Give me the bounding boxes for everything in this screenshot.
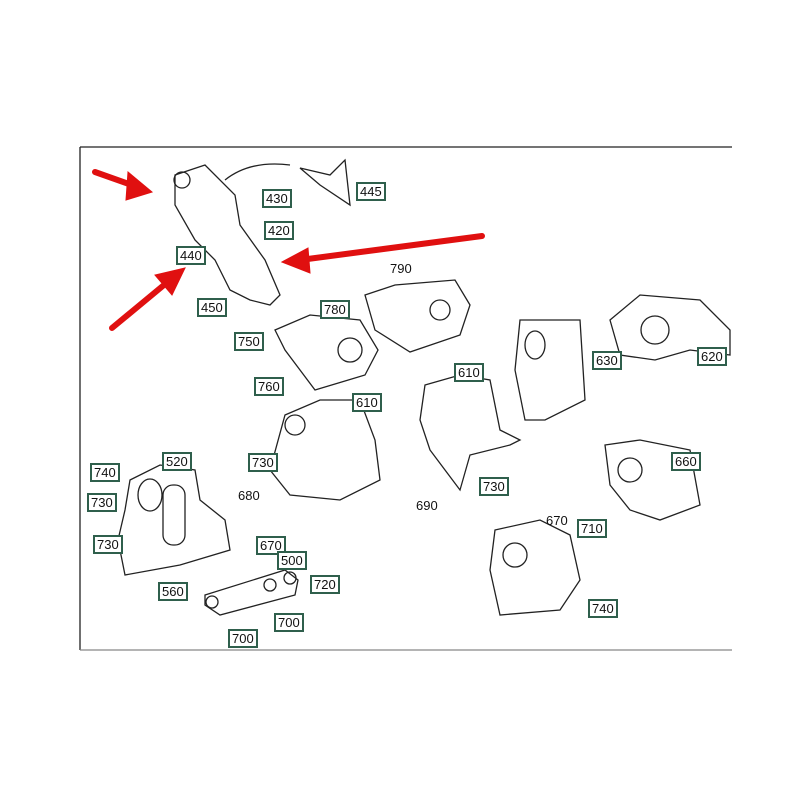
part-500-link: [204, 569, 299, 616]
callout-710[interactable]: 710: [577, 519, 607, 538]
red-arrow-2: [109, 277, 173, 331]
callout-760[interactable]: 760: [254, 377, 284, 396]
callout-450[interactable]: 450: [197, 298, 227, 317]
callout-740[interactable]: 740: [90, 463, 120, 482]
callout-620[interactable]: 620: [697, 347, 727, 366]
part-610-plate: [269, 399, 381, 501]
callout-445[interactable]: 445: [356, 182, 386, 201]
callout-660[interactable]: 660: [671, 452, 701, 471]
part-620-plate: [609, 294, 731, 361]
callout-430[interactable]: 430: [262, 189, 292, 208]
callout-750[interactable]: 750: [234, 332, 264, 351]
callout-720[interactable]: 720: [310, 575, 340, 594]
callout-730[interactable]: 730: [93, 535, 123, 554]
part-670-plate: [489, 519, 581, 616]
part-445-bracket: [299, 158, 351, 207]
callout-440[interactable]: 440: [176, 246, 206, 265]
curved-arrow: [224, 163, 291, 181]
callout-520[interactable]: 520: [162, 452, 192, 471]
callout-670[interactable]: 670: [546, 513, 568, 528]
callout-790[interactable]: 790: [390, 261, 412, 276]
callout-730[interactable]: 730: [248, 453, 278, 472]
callout-730[interactable]: 730: [479, 477, 509, 496]
callout-700[interactable]: 700: [274, 613, 304, 632]
callout-730[interactable]: 730: [87, 493, 117, 512]
callout-630[interactable]: 630: [592, 351, 622, 370]
callout-610[interactable]: 610: [352, 393, 382, 412]
part-440-lever: [174, 164, 281, 306]
callout-420[interactable]: 420: [264, 221, 294, 240]
red-arrow-3: [297, 233, 485, 263]
callout-780[interactable]: 780: [320, 300, 350, 319]
part-790-plate: [364, 279, 471, 353]
callout-740[interactable]: 740: [588, 599, 618, 618]
part-610-bracket: [419, 374, 522, 492]
red-arrows: [92, 169, 485, 331]
callout-610[interactable]: 610: [454, 363, 484, 382]
callout-670[interactable]: 670: [256, 536, 286, 555]
part-630-plate: [514, 319, 586, 421]
callout-680[interactable]: 680: [238, 488, 260, 503]
part-780-plate: [274, 314, 379, 391]
part-660-plate: [604, 439, 701, 521]
callout-690[interactable]: 690: [416, 498, 438, 513]
callout-560[interactable]: 560: [158, 582, 188, 601]
part-520-plate: [117, 464, 231, 576]
callout-500[interactable]: 500: [277, 551, 307, 570]
callout-700[interactable]: 700: [228, 629, 258, 648]
